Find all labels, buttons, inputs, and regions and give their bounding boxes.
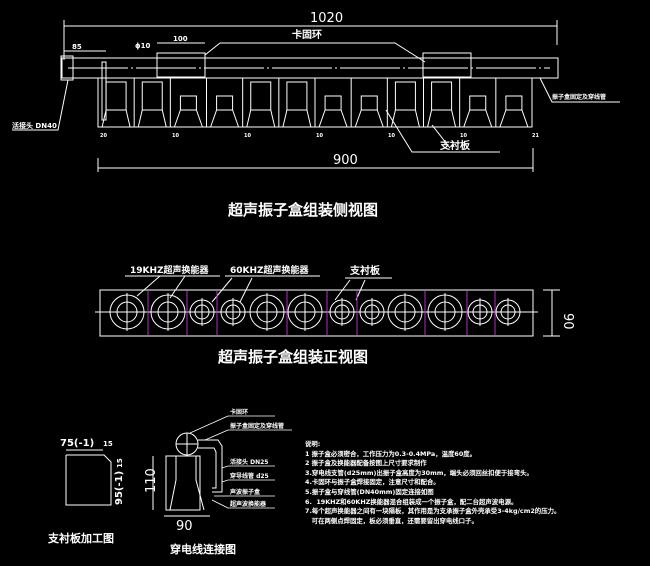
dim-phi: ϕ10 (135, 42, 150, 50)
notes-heading: 说明: (305, 440, 321, 448)
dim-wiring-90: 90 (176, 519, 193, 534)
note-item: 6. 19KHZ和60KHZ换能器混合组装成一个振子盒，配二台超声波电源。 (305, 497, 518, 506)
pipe-label: 振子盒固定及穿线管 (552, 93, 606, 101)
transducer-side (394, 81, 416, 111)
wiring-label: 活接头 DN25 (230, 458, 268, 466)
wiring-label: 穿导线管 d25 (230, 472, 269, 480)
small-dim: 10 (388, 133, 395, 139)
dim-85: 85 (72, 43, 82, 51)
note-item: 7.每个超声换能器之间有一块隔板，其作用是为支承振子盒外壳承受3-4kg/cm2… (305, 507, 561, 516)
transducer-side (431, 81, 453, 111)
side-view: 1020 85 ϕ10 100 卡固环 活接头 DN40 振子盒固定及穿线管 支… (12, 11, 620, 219)
wiring-label: 超声波换能器 (229, 500, 267, 508)
small-dim: 10 (316, 133, 323, 139)
note-item: 1 振子盒必须密合，工作压力为0.3-0.4MPa，温度60度。 (305, 449, 477, 458)
transducer-side (469, 95, 487, 111)
note-item: 4.卡固环与振子盒焊接固定，注意尺寸和配合。 (305, 478, 440, 487)
plate-label: 支衬板 (439, 139, 471, 152)
small-dim: 21 (532, 133, 539, 139)
plate-drawing: 75(-1) 15 95(-1) 15 支衬板加工图 (47, 438, 125, 545)
label-19khz: 19KHZ超声换能器 (130, 264, 210, 276)
note-item: 2 振子盒及换能器配备按图上尺寸要求制作 (305, 459, 427, 468)
wiring-label: 振子盒固定及穿线管 (230, 422, 284, 430)
transducer-side (286, 81, 308, 111)
transducer-side (105, 81, 127, 111)
note-item: 5.振子盒与穿线管(DN40mm)固定连接如图 (305, 487, 434, 496)
wiring-drawing-title: 穿电线连接图 (170, 542, 236, 556)
transducer-side (216, 95, 234, 111)
small-dim: 10 (172, 133, 179, 139)
transducer-side (141, 81, 163, 111)
transducer-side (360, 95, 378, 111)
dim-15b: 15 (116, 458, 124, 468)
union-label: 活接头 DN40 (12, 121, 57, 130)
front-plate-label: 支衬板 (349, 264, 381, 277)
note-item: 3.穿电线支管(d25mm)出振子盒高度为30mm，端头必须回丝扣便于接弯头。 (305, 468, 533, 477)
clamp-ring-label: 卡固环 (292, 28, 322, 41)
label-60khz: 60KHZ超声换能器 (230, 264, 310, 276)
small-dim: 10 (460, 133, 467, 139)
dim-95: 95(-1) (114, 471, 125, 505)
dim-110: 110 (144, 468, 159, 493)
front-box (99, 289, 534, 337)
transducer-side (505, 95, 523, 111)
wiring-label: 卡固环 (230, 408, 248, 416)
dim-15a: 15 (103, 440, 113, 448)
wiring-label: 声波振子盒 (229, 488, 261, 496)
dim-75: 75(-1) (60, 438, 94, 449)
front-view: 19KHZ超声换能器 60KHZ超声换能器 支衬板 90 超声振子盒组装正视图 (95, 264, 575, 366)
plate-drawing-title: 支衬板加工图 (47, 531, 114, 545)
dim-900: 900 (333, 153, 358, 168)
transducer-side (324, 95, 342, 111)
dim-90: 90 (560, 313, 575, 330)
front-view-title: 超声振子盒组装正视图 (217, 348, 368, 366)
transducer-side (179, 95, 197, 111)
transducer-side (250, 81, 272, 111)
dim-100: 100 (173, 35, 188, 43)
notes: 说明:1 振子盒必须密合，工作压力为0.3-0.4MPa，温度60度。2 振子盒… (305, 440, 560, 526)
note-item: 可在两侧点焊固定，板必须垂直，还需要留出穿电线口子。 (305, 516, 478, 525)
small-dim: 10 (244, 133, 251, 139)
small-dim: 20 (100, 133, 107, 139)
side-view-title: 超声振子盒组装侧视图 (227, 201, 378, 219)
dim-1020: 1020 (310, 11, 343, 26)
